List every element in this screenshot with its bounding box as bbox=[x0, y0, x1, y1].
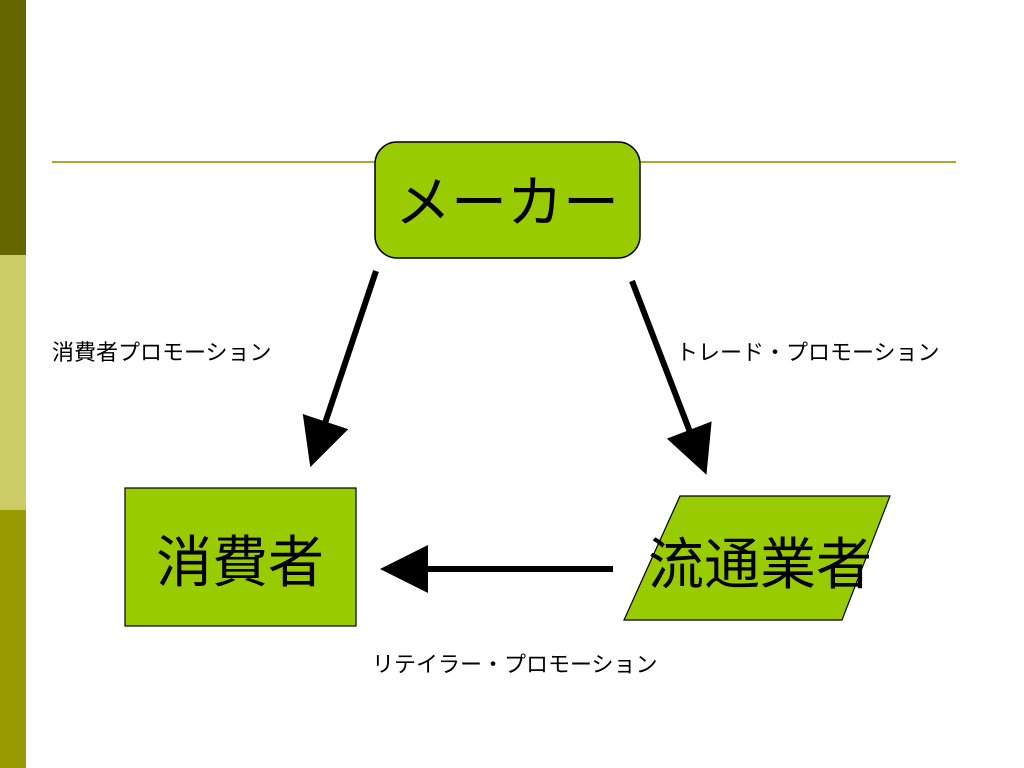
consumer-node: 消費者 bbox=[124, 487, 357, 627]
maker-label: メーカー bbox=[395, 171, 619, 236]
retailer-promotion-label: リテイラー・プロモーション bbox=[372, 653, 658, 678]
maker-node: メーカー bbox=[374, 141, 641, 259]
arrow-maker-to-consumer bbox=[302, 270, 379, 468]
sidebar-accent-bottom bbox=[0, 510, 26, 768]
consumer-label: 消費者 bbox=[156, 531, 324, 596]
arrow-maker-to-distributor bbox=[629, 279, 712, 475]
sidebar-accent-top bbox=[0, 0, 26, 255]
distributor-label: 流通業者 bbox=[648, 533, 872, 598]
sidebar-accent-middle bbox=[0, 255, 26, 510]
distributor-node: 流通業者 bbox=[623, 495, 891, 621]
consumer-promotion-label: 消費者プロモーション bbox=[52, 341, 272, 366]
trade-promotion-label: トレード・プロモーション bbox=[676, 341, 940, 366]
